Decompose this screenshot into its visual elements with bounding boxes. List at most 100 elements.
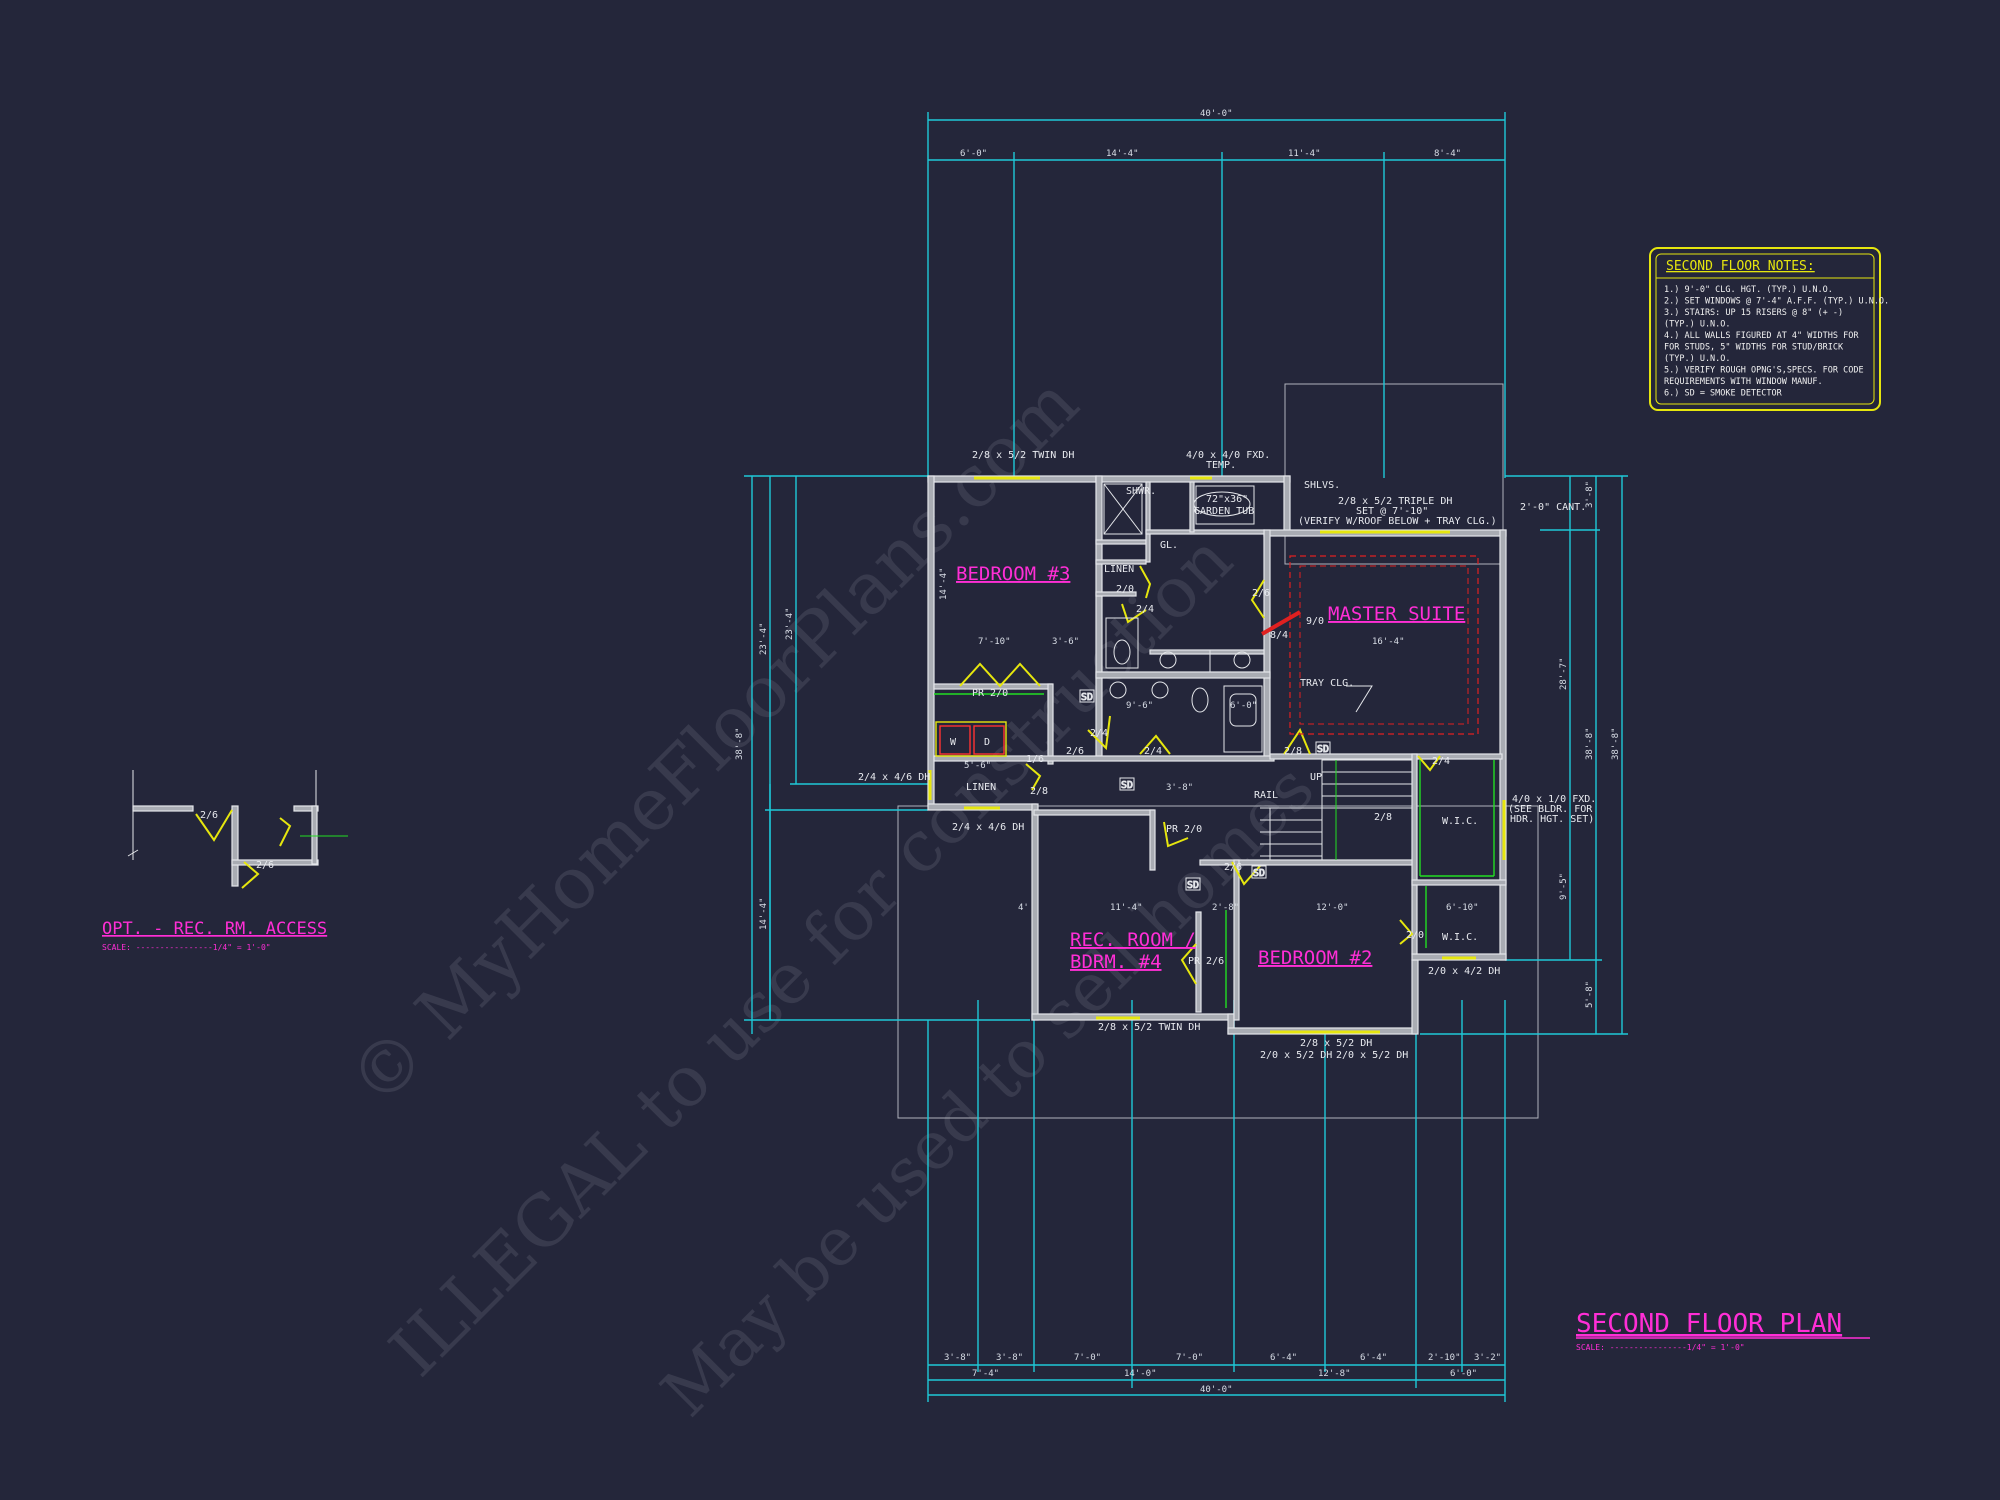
label-door-24-c: 2/4: [1144, 746, 1162, 757]
label-window-rec: 2/8 x 5/2 TWIN DH: [1098, 1022, 1200, 1033]
plan-scale: SCALE: ----------------1/4" = 1'-0": [1576, 1343, 1745, 1352]
dim-int-13: 4': [1018, 903, 1029, 913]
dim-bot2-2: 14'-0": [1124, 1369, 1157, 1379]
label-gl: GL.: [1160, 540, 1178, 551]
label-door-28-b: 2/8: [1284, 746, 1302, 757]
stairs: [1260, 759, 1413, 861]
notes-lines: 1.) 9'-0" CLG. HGT. (TYP.) U.N.O.2.) SET…: [1664, 285, 1889, 399]
dim-int-1: 7'-10": [978, 637, 1011, 647]
dimension-top: 40'-0" 6'-0" 14'-4" 11'-4" 8'-4": [927, 109, 1506, 478]
dim-bot-3: 7'-0": [1074, 1353, 1101, 1363]
dim-right-seg-2: 28'-7": [1559, 657, 1569, 690]
label-door-24-b: 2/4: [1090, 728, 1108, 739]
inset-door-26-a: 2/6: [200, 810, 218, 821]
label-door-20-a: 2/0: [1116, 584, 1134, 595]
label-shower: SHWR.: [1126, 486, 1156, 497]
label-pr-20-a: PR 2/0: [972, 688, 1008, 699]
dim-left-outer: 38'-8": [735, 727, 745, 760]
dim-bot2-1: 7'-4": [972, 1369, 999, 1379]
laundry: W D: [935, 721, 1007, 757]
dim-right-mid: 38'-8": [1585, 727, 1595, 760]
notes-line: 6.) SD = SMOKE DETECTOR: [1664, 389, 1783, 399]
dim-left-low: 14'-4": [759, 897, 769, 930]
dim-top-seg-3: 11'-4": [1288, 149, 1321, 159]
dim-right-seg-1: 3'-8": [1585, 481, 1595, 508]
dim-top-overall: 40'-0": [1200, 109, 1233, 119]
dim-right-outer: 38'-8": [1611, 727, 1621, 760]
dim-int-4: 16'-4": [1372, 637, 1405, 647]
dim-int-10: 6'-10": [1446, 903, 1479, 913]
fixtures: [1103, 483, 1263, 753]
dim-int-11: 2'-8": [1212, 903, 1239, 913]
dim-right-seg-3: 9'-5": [1559, 873, 1569, 900]
label-triple-1: 2/8 x 5/2 TRIPLE DH: [1338, 496, 1452, 507]
label-triple-3: (VERIFY W/ROOF BELOW + TRAY CLG.): [1298, 516, 1497, 527]
smoke-detectors: SD SD SD SD SD: [1079, 689, 1331, 892]
label-wic-1: W.I.C.: [1442, 816, 1478, 827]
sd-label-1: SD: [1081, 692, 1093, 703]
label-window-b2-b: 2/0 x 5/2 DH: [1260, 1050, 1332, 1061]
label-door-26-a: 2/6: [1252, 588, 1270, 599]
tray-ceiling: [1260, 555, 1479, 735]
room-labels: BEDROOM #3 MASTER SUITE REC. ROOM / BDRM…: [956, 563, 1465, 973]
notes-line: (TYP.) U.N.O.: [1664, 354, 1731, 364]
label-fxd-1: 4/0 x 1/0 FXD.: [1512, 794, 1596, 805]
label-window-left-1: 2/4 x 4/6 DH: [858, 772, 930, 783]
room-bedroom-2: BEDROOM #2: [1258, 947, 1372, 969]
label-door-20-b: 2/0: [1406, 930, 1424, 941]
dim-int-12: 3'-8": [1166, 783, 1193, 793]
watermark: © MyHomeFloorPlans.com ILLEGAL to use fo…: [333, 360, 1329, 1431]
dim-right-seg-4: 5'-8": [1585, 981, 1595, 1008]
dim-bot2-4: 6'-0": [1450, 1369, 1477, 1379]
label-linen-2: LINEN: [966, 782, 996, 793]
label-window-twin-dh: 2/8 x 5/2 TWIN DH: [972, 450, 1074, 461]
dim-bot-4: 7'-0": [1176, 1353, 1203, 1363]
room-rec-room-line1: REC. ROOM /: [1070, 929, 1196, 951]
dim-bot-8: 3'-2": [1474, 1353, 1501, 1363]
label-door-16: 1/6: [1026, 754, 1044, 765]
dim-int-5: 5'-6": [964, 761, 991, 771]
watermark-line-3: May be used to sell homes: [647, 749, 1329, 1431]
dim-int-7: 6'-0": [1230, 701, 1257, 711]
dim-int-3: 14'-4": [939, 567, 949, 600]
room-bedroom-3: BEDROOM #3: [956, 563, 1070, 585]
plan-title: SECOND FLOOR PLAN: [1576, 1309, 1842, 1339]
dryer-label: D: [984, 737, 990, 748]
label-window-b2-c: 2/0 x 5/2 DH: [1336, 1050, 1408, 1061]
label-door-28-c: 2/8: [1374, 812, 1392, 823]
room-rec-room-line2: BDRM. #4: [1070, 951, 1162, 973]
dim-top-seg-4: 8'-4": [1434, 149, 1461, 159]
sd-label-3: SD: [1317, 744, 1329, 755]
label-tub-size: 72"x36": [1206, 494, 1248, 505]
sd-label-4: SD: [1187, 880, 1199, 891]
dim-top-seg-1: 6'-0": [960, 149, 987, 159]
dim-bot-1: 3'-8": [944, 1353, 971, 1363]
windows: [928, 476, 1506, 1034]
label-window-temp: TEMP.: [1206, 460, 1236, 471]
notes-line: REQUIREMENTS WITH WINDOW MANUF.: [1664, 377, 1823, 387]
label-door-28-a: 2/8: [1030, 786, 1048, 797]
label-door-24-d: 2/4: [1432, 756, 1450, 767]
inset-door-26-b: 2/6: [256, 860, 274, 871]
label-triple-2: SET @ 7'-10": [1356, 506, 1428, 517]
annotations: 2/8 x 5/2 TWIN DH 4/0 x 4/0 FXD. TEMP. S…: [858, 450, 1596, 1061]
closet-shelves: [934, 693, 1495, 1008]
dim-bot-2: 3'-8": [996, 1353, 1023, 1363]
dimension-bottom: 3'-8" 3'-8" 7'-0" 7'-0" 6'-4" 6'-4" 2'-1…: [927, 1000, 1506, 1402]
notes-line: 3.) STAIRS: UP 15 RISERS @ 8" (+ -): [1664, 308, 1843, 318]
label-shelves: SHLVS.: [1304, 480, 1340, 491]
dim-int-6: 9'-6": [1126, 701, 1153, 711]
notes-line: 4.) ALL WALLS FIGURED AT 4" WIDTHS FOR: [1664, 331, 1859, 341]
label-door-26-c: 2/6: [1224, 862, 1242, 873]
notes-line: FOR STUDS, 5" WIDTHS FOR STUD/BRICK: [1664, 343, 1844, 353]
sd-label-5: SD: [1253, 868, 1265, 879]
dim-bot-6: 6'-4": [1360, 1353, 1387, 1363]
label-window-left-2: 2/4 x 4/6 DH: [952, 822, 1024, 833]
label-door-90: 9/0: [1306, 616, 1324, 627]
label-cant: 2'-0" CANT.: [1520, 502, 1586, 513]
label-window-b2-a: 2/8 x 5/2 DH: [1300, 1038, 1372, 1049]
label-rail: RAIL: [1254, 790, 1278, 801]
label-pr-20-b: PR 2/0: [1166, 824, 1202, 835]
